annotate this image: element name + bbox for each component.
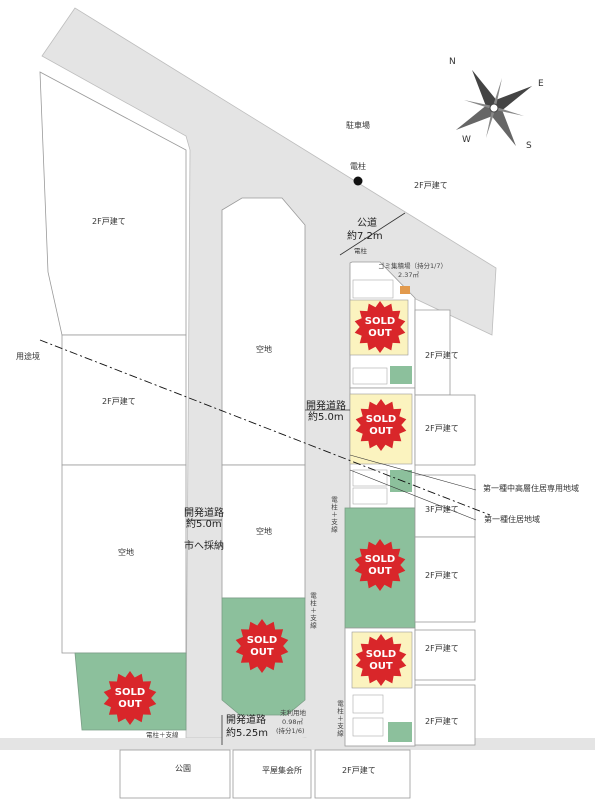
sold-out-line1: SOLD: [365, 316, 395, 327]
lot-a-parking-1: [352, 279, 394, 299]
sold-out-starburst: [235, 619, 289, 673]
house-r3-label: 3F戸建て: [425, 505, 459, 514]
sold-out-starburst: [355, 399, 407, 451]
lot-b-parking-2: [352, 487, 388, 505]
public-road-width: 約7.2m: [347, 231, 383, 242]
pole-support-label-3: 電柱＋支線: [335, 700, 344, 738]
dev-road-upper-label: 開発道路: [306, 401, 346, 412]
lot-d-parking-1: [352, 694, 384, 714]
parcel-center-top: [221, 197, 306, 466]
dev-road-upper-width: 約5.0m: [308, 412, 344, 423]
house-top-right-label: 2F戸建て: [414, 181, 448, 190]
public-road-dimension: [339, 212, 406, 256]
parcel-center-mid: [221, 464, 306, 599]
neighbour-r3: [414, 474, 476, 538]
pole-support-label-2: 電柱＋支線: [308, 592, 317, 630]
bottom-road: [0, 738, 595, 750]
house-bottom-label: 2F戸建て: [342, 766, 376, 775]
house-r1-label: 2F戸建て: [425, 351, 459, 360]
compass-n-label: N: [449, 57, 456, 67]
parcel-left-mid: [61, 334, 187, 466]
neighbour-r4: [414, 536, 476, 623]
zoning-boundary-label: 用途境: [16, 352, 40, 361]
dev-road-middle-label: 開発道路: [184, 508, 224, 519]
sold-out-line2: OUT: [369, 426, 393, 437]
sold-out-badge-left: SOLD OUT: [103, 671, 157, 725]
assembly-hall-label: 平屋集会所: [262, 766, 302, 775]
lot-a-garden: [390, 366, 412, 384]
sold-out-line1: SOLD: [365, 554, 395, 565]
sold-out-line1: SOLD: [247, 635, 277, 646]
compass-e-label: E: [538, 79, 544, 89]
unused-land-share: (持分1/6): [276, 727, 305, 735]
sold-out-line2: OUT: [368, 328, 392, 339]
neighbour-r2: [414, 394, 476, 466]
house-r4-label: 2F戸建て: [425, 571, 459, 580]
house-r5-label: 2F戸建て: [425, 644, 459, 653]
park-label: 公園: [175, 764, 191, 773]
sold-out-starburst: [354, 301, 406, 353]
sold-out-line1: SOLD: [366, 649, 396, 660]
sold-out-line2: OUT: [368, 566, 392, 577]
lot-b-garden: [390, 470, 412, 492]
sold-out-line1: SOLD: [366, 414, 396, 425]
unused-land-label: 未利用地: [280, 709, 306, 717]
public-road-label: 公道: [357, 218, 377, 229]
zone-upper-label: 第一種中高層住居専用地域: [483, 484, 579, 493]
dev-road-lower-label: 開発道路: [226, 715, 266, 726]
utility-pole-label: 電柱: [350, 162, 366, 171]
sold-out-line2: OUT: [369, 661, 393, 672]
parcel-assembly: [232, 749, 312, 799]
lot-a-parking-2: [352, 367, 388, 385]
unused-land-area: 0.98㎡: [282, 718, 303, 726]
dev-road-lower-width: 約5.25m: [226, 728, 269, 739]
lot-d-parking-2: [352, 717, 384, 737]
vacant-center-top-label: 空地: [256, 345, 272, 354]
house-left-mid-label: 2F戸建て: [102, 397, 136, 406]
compass-s-label: S: [526, 141, 532, 151]
pole-support-label-1: 電柱＋支線: [329, 496, 338, 534]
sold-out-badge-lot-d: SOLD OUT: [355, 634, 407, 686]
house-r2-label: 2F戸建て: [425, 424, 459, 433]
sold-out-badge-lot-c: SOLD OUT: [354, 539, 406, 591]
sold-out-badge-center: SOLD OUT: [235, 619, 289, 673]
pole-support-label-4: 電柱＋支線: [146, 731, 179, 739]
garbage-station-label: ゴミ集積場（持分1/7）: [378, 262, 447, 270]
zone-lower-label: 第一種住居地域: [484, 515, 540, 524]
vacant-left-label: 空地: [118, 548, 134, 557]
garbage-station: [400, 286, 410, 294]
sold-out-badge-lot-a: SOLD OUT: [354, 301, 406, 353]
compass-w-label: W: [462, 135, 471, 145]
garbage-station-area: 2.37㎡: [398, 271, 419, 279]
parcel-left-vacant: [61, 464, 187, 654]
city-adoption-label: 市へ採納: [184, 541, 224, 552]
parcel-park: [119, 749, 231, 799]
parking-label: 駐車場: [346, 121, 370, 130]
lot-a-pole-label: 電柱: [354, 247, 367, 255]
house-r6-label: 2F戸建て: [425, 717, 459, 726]
sold-out-starburst: [354, 539, 406, 591]
utility-pole-icon: [353, 176, 363, 186]
sold-out-starburst: [103, 671, 157, 725]
dev-road-middle-width: 約5.0m: [186, 519, 222, 530]
sold-out-line2: OUT: [118, 699, 142, 710]
zone-leader-1: [349, 454, 477, 491]
sold-out-starburst: [355, 634, 407, 686]
zone-leader-2: [349, 469, 477, 521]
parcel-bottom-right: [314, 749, 411, 799]
sold-out-badge-lot-b: SOLD OUT: [355, 399, 407, 451]
house-left-top-label: 2F戸建て: [92, 217, 126, 226]
neighbour-r6: [414, 684, 476, 746]
neighbour-r5: [414, 629, 476, 681]
sold-out-line1: SOLD: [115, 687, 145, 698]
lot-d-garden: [388, 722, 412, 742]
zoning-boundary-line: [39, 339, 491, 516]
sold-out-line2: OUT: [250, 647, 274, 658]
vacant-center-mid-label: 空地: [256, 527, 272, 536]
compass-rose-icon: [455, 69, 533, 147]
